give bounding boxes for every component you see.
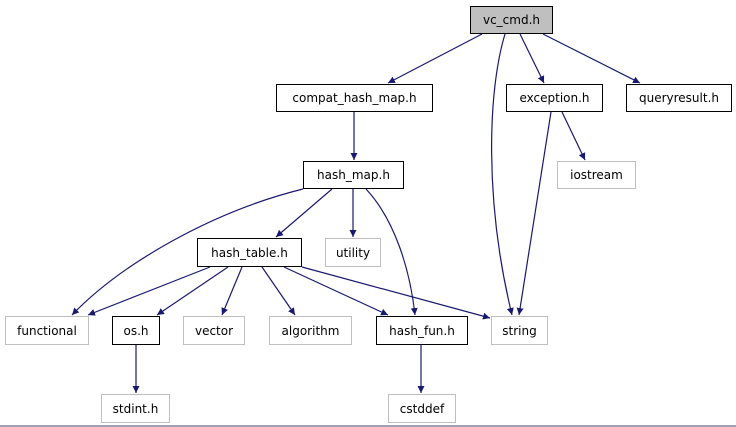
- edge-hash_table-to-hash_fun: [283, 266, 389, 316]
- node-os-h[interactable]: os.h: [112, 316, 160, 345]
- edge-vc_cmd-to-compat_hash_map: [387, 33, 483, 84]
- edge-hash_map-to-functional: [71, 188, 304, 316]
- node-label: vc_cmd.h: [482, 13, 541, 27]
- edge-hash_map-to-hash_fun: [365, 188, 418, 316]
- node-functional: functional: [5, 316, 89, 345]
- node-compat-hash-map-h[interactable]: compat_hash_map.h: [276, 84, 433, 112]
- edge-exception-to-string: [516, 111, 552, 316]
- node-label: functional: [17, 323, 77, 338]
- node-label: string: [502, 323, 537, 338]
- edge-vc_cmd-to-exception: [519, 33, 545, 84]
- edge-hash_table-to-functional: [87, 266, 211, 316]
- node-label: vector: [194, 323, 234, 338]
- node-stdint-h: stdint.h: [101, 394, 170, 423]
- node-algorithm: algorithm: [269, 316, 352, 345]
- edge-hash_table-to-os: [156, 266, 229, 316]
- edge-hash_table-to-vector: [221, 266, 243, 316]
- node-label: iostream: [570, 168, 623, 182]
- node-label: compat_hash_map.h: [292, 91, 417, 105]
- edge-hash_map-to-hash_table: [275, 188, 333, 238]
- edge-exception-to-iostream: [561, 111, 586, 161]
- node-label: utility: [335, 245, 371, 260]
- node-label: os.h: [123, 323, 149, 338]
- node-label: stdint.h: [112, 401, 159, 416]
- node-label: hash_map.h: [317, 168, 390, 182]
- node-label: exception.h: [519, 91, 590, 105]
- edge-vc_cmd-to-queryresult: [542, 33, 641, 84]
- node-label: algorithm: [281, 323, 340, 338]
- node-label: queryresult.h: [638, 91, 719, 105]
- node-vector: vector: [183, 316, 245, 345]
- node-vc-cmd-h[interactable]: vc_cmd.h: [470, 6, 553, 34]
- edge-hash_table-to-string: [301, 266, 491, 320]
- node-label: cstddef: [399, 401, 445, 416]
- node-exception-h[interactable]: exception.h: [506, 84, 603, 112]
- node-hash-fun-h[interactable]: hash_fun.h: [376, 316, 468, 345]
- node-hash-table-h[interactable]: hash_table.h: [197, 238, 302, 267]
- node-queryresult-h[interactable]: queryresult.h: [626, 84, 732, 112]
- node-hash-map-h[interactable]: hash_map.h: [303, 161, 404, 189]
- node-string: string: [491, 316, 548, 345]
- node-iostream: iostream: [557, 161, 636, 189]
- node-label: hash_fun.h: [389, 323, 455, 338]
- edge-hash_table-to-algorithm: [261, 266, 296, 316]
- node-label: hash_table.h: [211, 245, 288, 260]
- edge-vc_cmd-to-string: [491, 33, 514, 316]
- node-cstddef: cstddef: [388, 394, 456, 423]
- node-utility: utility: [325, 238, 381, 267]
